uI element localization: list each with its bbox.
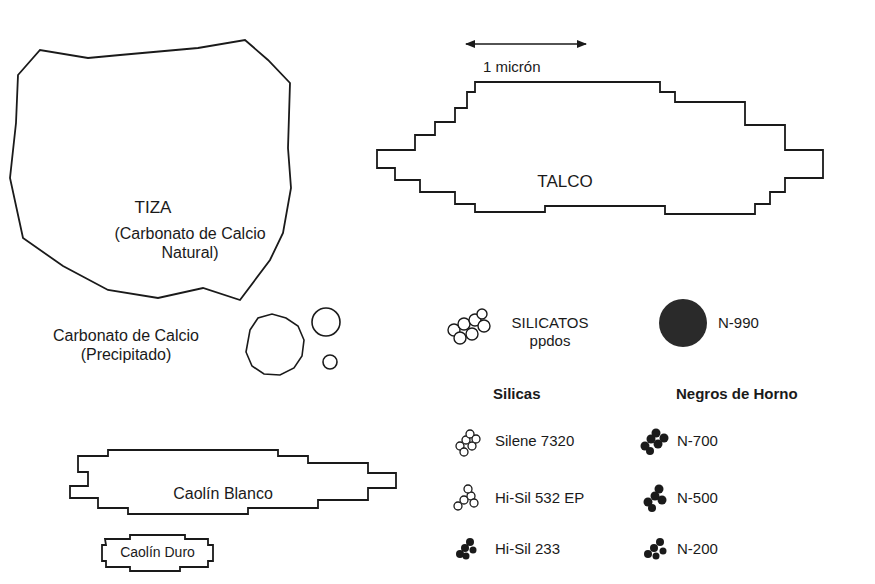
kaolin-particle: Caolín Duro	[100, 533, 215, 573]
chalk-particle: TIZA (Carbonato de Calcio Natural)	[8, 38, 293, 303]
silicate-cluster	[448, 309, 490, 344]
carbon-black-aggregate	[641, 429, 669, 456]
precipitate-particle	[312, 308, 340, 336]
filler-name: SILICATOS ppdos	[496, 314, 604, 350]
talc-particle: TALCO	[375, 80, 827, 218]
grade-name: N-500	[677, 489, 718, 507]
grade-name: N-990	[718, 314, 759, 332]
particle-outline	[8, 38, 293, 303]
scale-label: 1 micrón	[483, 58, 541, 76]
grade-name: N-200	[677, 540, 718, 558]
scale-bar	[466, 43, 586, 45]
silica-aggregate	[456, 538, 477, 560]
carbon-black-aggregate	[644, 538, 667, 560]
grade-name: Silene 7320	[495, 432, 574, 450]
carbon-black-particle	[659, 299, 707, 347]
carbon-black-aggregate	[644, 485, 667, 513]
column-heading: Silicas	[493, 385, 541, 403]
particle-description: (Carbonato de Calcio Natural)	[90, 224, 290, 262]
particle-outline	[68, 448, 398, 518]
precipitate-particle	[323, 355, 337, 369]
grade-name: N-700	[677, 432, 718, 450]
particle-name: TIZA	[98, 198, 208, 218]
silica-aggregate	[454, 485, 478, 510]
kaolin-particle: Caolín Blanco	[68, 448, 398, 518]
particle-name: Caolín Blanco	[148, 484, 298, 503]
precipitate-particle	[246, 314, 304, 375]
particle-outline	[375, 80, 827, 218]
filler-name: Carbonato de Calcio (Precipitado)	[40, 326, 212, 364]
grade-name: Hi-Sil 532 EP	[495, 489, 584, 507]
particle-name: TALCO	[505, 172, 625, 192]
grade-name: Hi-Sil 233	[495, 540, 560, 558]
silica-aggregate	[456, 430, 480, 456]
column-heading: Negros de Horno	[676, 385, 798, 403]
particle-name: Caolín Duro	[108, 544, 207, 561]
